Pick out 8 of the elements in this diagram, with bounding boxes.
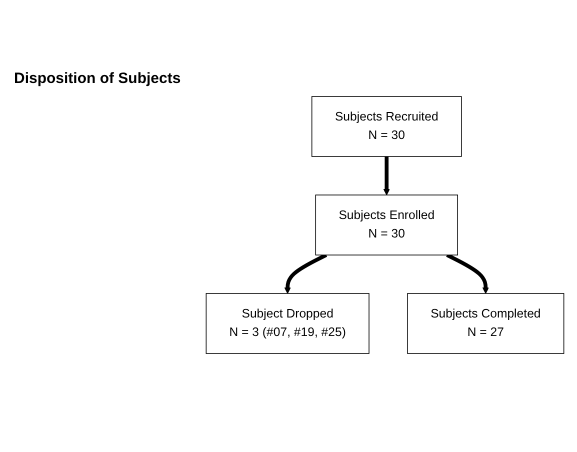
node-box: Subject Dropped N = 3 (#07, #19, #25) bbox=[206, 293, 370, 354]
node-box: Subjects Recruited N = 30 bbox=[312, 96, 462, 157]
diagram-title: Disposition of Subjects bbox=[14, 70, 181, 87]
arrow bbox=[446, 253, 490, 294]
node-box: Subjects Completed N = 27 bbox=[407, 293, 564, 354]
arrow bbox=[284, 253, 328, 294]
node-box: Subjects Enrolled N = 30 bbox=[315, 194, 458, 256]
arrow bbox=[383, 156, 390, 196]
